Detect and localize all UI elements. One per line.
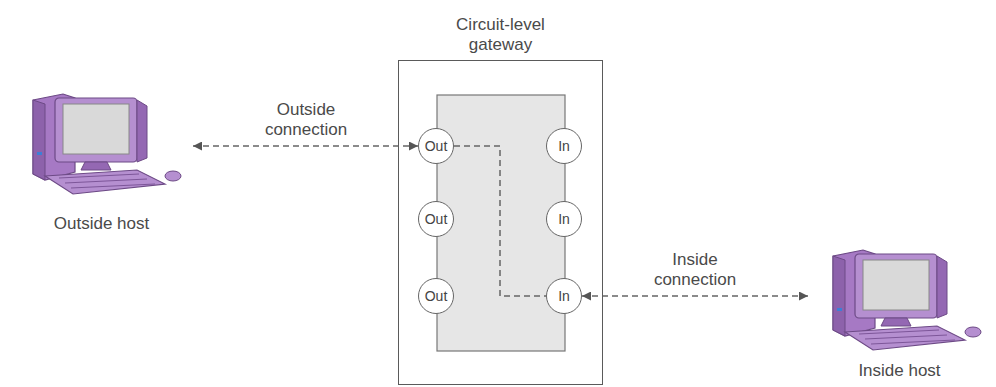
port-label: In bbox=[558, 288, 570, 304]
host-label: Outside host bbox=[10, 214, 193, 234]
port-circle: Out bbox=[418, 128, 454, 164]
dashed-connector bbox=[582, 295, 808, 297]
computer-icon bbox=[33, 94, 181, 194]
port-label: In bbox=[558, 138, 570, 154]
connection-label: Outside connection bbox=[251, 100, 361, 140]
gateway-title: Circuit-level gateway bbox=[436, 15, 566, 55]
host-computer: Outside host bbox=[10, 88, 193, 234]
dashed-connector bbox=[454, 146, 546, 296]
port-circle: In bbox=[546, 278, 582, 314]
dashed-connector bbox=[193, 145, 418, 147]
port-circle: In bbox=[546, 128, 582, 164]
gateway-box: Circuit-level gatewayOutInOutInOutIn bbox=[398, 60, 603, 385]
port-circle: Out bbox=[418, 201, 454, 237]
port-label: Out bbox=[425, 288, 448, 304]
port-label: Out bbox=[425, 138, 448, 154]
host-label: Inside host bbox=[808, 361, 991, 381]
host-computer: Inside host bbox=[808, 243, 991, 381]
computer-icon bbox=[833, 250, 981, 350]
port-circle: Out bbox=[418, 278, 454, 314]
port-circle: In bbox=[546, 201, 582, 237]
port-label: In bbox=[558, 211, 570, 227]
connection-label: Inside connection bbox=[640, 250, 750, 290]
port-label: Out bbox=[425, 211, 448, 227]
